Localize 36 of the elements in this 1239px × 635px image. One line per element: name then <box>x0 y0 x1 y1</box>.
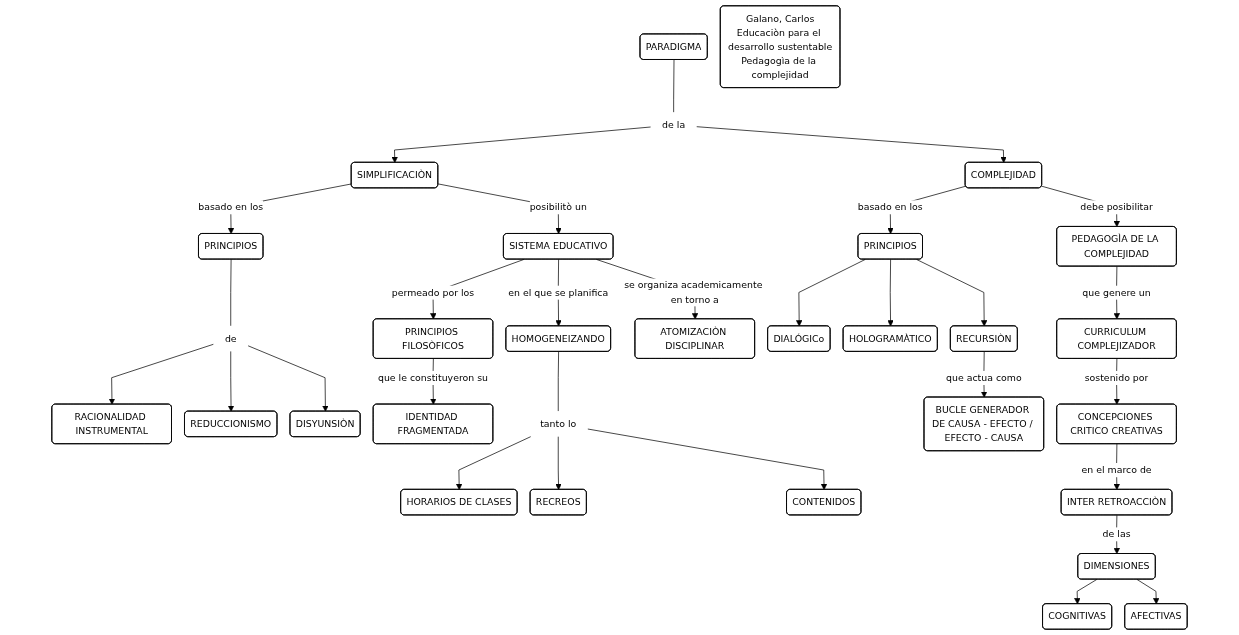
concept-box: DIALÓGICo <box>767 325 831 352</box>
concept-box: REDUCCIONISMO <box>184 410 278 438</box>
linking-phrase: de <box>224 333 237 344</box>
concept-box: RACIONALIDAD INSTRUMENTAL <box>51 403 172 445</box>
concept-box: DISYUNSIÒN <box>289 410 361 438</box>
concept-box: PEDAGOGÌA DE LA COMPLEJIDAD <box>1056 226 1177 267</box>
connector-line <box>673 59 675 113</box>
concept-box: COMPLEJIDAD <box>964 161 1043 189</box>
concept-box: HOLOGRAMÀTICO <box>842 325 938 352</box>
linking-phrase: de la <box>662 119 686 131</box>
concept-box: IDENTIDAD FRAGMENTADA <box>372 403 494 445</box>
edge-label: debe posibilitar <box>1080 200 1153 215</box>
concept-box: PRINCIPIOS FILOSÒFICOS <box>372 318 494 359</box>
concept-box: ATOMIZACIÒN DISCIPLINAR <box>634 318 755 359</box>
concept-box: INTER RETROACCIÒN <box>1060 488 1173 516</box>
concept-box: DIMENSIONES <box>1077 553 1156 580</box>
concept-box: AFECTIVAS <box>1124 603 1188 630</box>
concept-box: PRINCIPIOS <box>198 233 264 260</box>
concept-box: HOMOGENEIZANDO <box>505 325 611 352</box>
concept-box: CONTENIDOS <box>786 488 862 516</box>
concept-box: RECURSIÒN <box>950 325 1018 352</box>
connector-line <box>557 351 559 412</box>
concept-box: CONCEPCIONES CRITICO CREATIVAS <box>1056 403 1177 445</box>
concept-box: PARADIGMA <box>639 33 708 60</box>
concept-box: SIMPLIFICACIÒN <box>350 161 439 189</box>
linking-phrase: tanto lo <box>540 418 577 430</box>
concept-box: COGNITIVAS <box>1042 603 1113 630</box>
edge-label: posibilitò un <box>529 200 587 215</box>
concept-box: CURRICULUM COMPLEJIZADOR <box>1056 318 1177 359</box>
concept-box: Galano, Carlos Educaciòn para el desarrollo sustentable Pedagogìa de la complejidad <box>719 5 841 88</box>
concept-box: RECREOS <box>529 488 587 516</box>
connector-line <box>230 259 232 327</box>
concept-box: SISTEMA EDUCATIVO <box>503 233 614 260</box>
concept-box: BUCLE GENERADOR DE CAUSA - EFECTO / EFECTO - CAUSA <box>923 396 1045 452</box>
concept-box: HORARIOS DE CLASES <box>400 488 518 516</box>
concept-box: PRINCIPIOS <box>857 233 923 260</box>
